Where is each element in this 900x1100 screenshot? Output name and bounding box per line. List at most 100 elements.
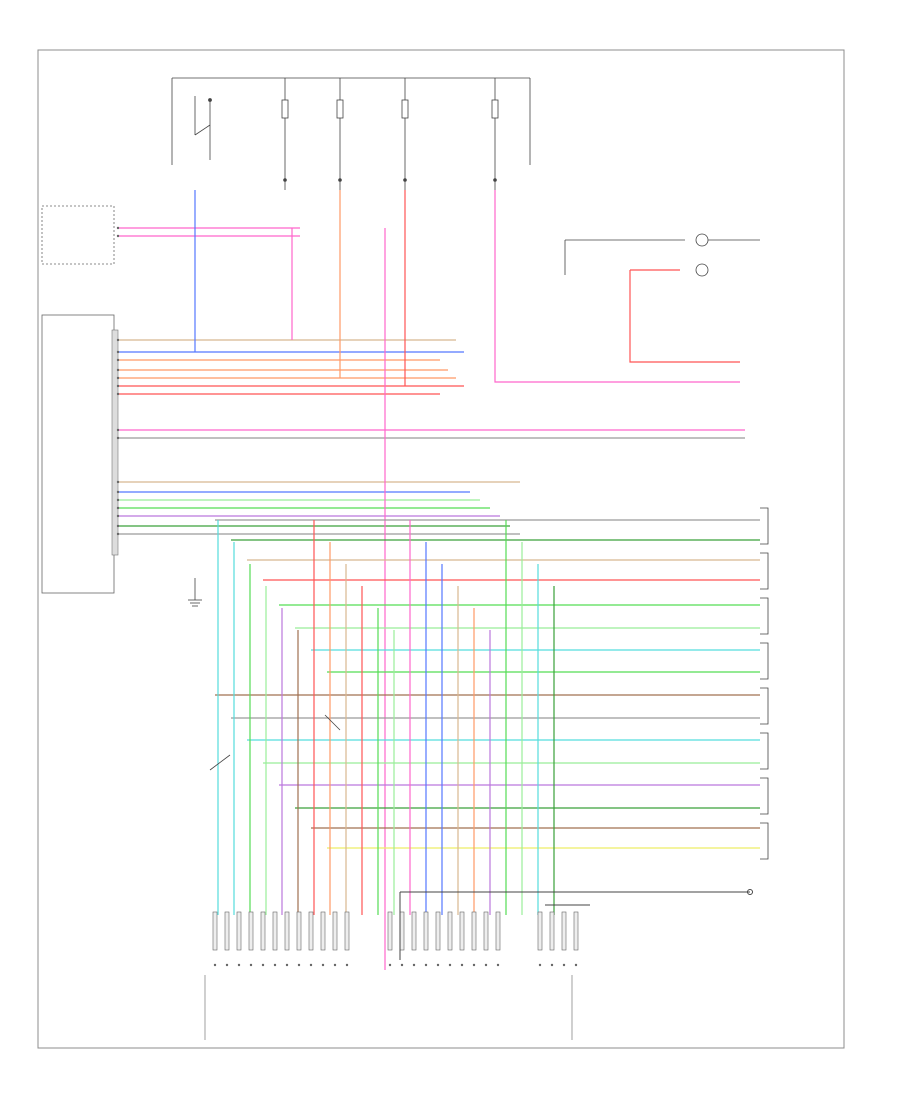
harness-pin (116, 376, 120, 380)
radio-connector-top (41, 205, 115, 265)
harness-wires (116, 226, 745, 536)
bottom-pin-terminal (400, 963, 404, 967)
bottom-pin (549, 911, 555, 951)
bottom-bracket (204, 975, 573, 1040)
harness-pin (116, 226, 120, 230)
diagram-frame (37, 49, 845, 1049)
bottom-pin-terminal (321, 963, 325, 967)
bottom-pin-terminal (484, 963, 488, 967)
bottom-pin-terminal (261, 963, 265, 967)
bottom-pin-terminal (309, 963, 313, 967)
fuse-layer (281, 78, 499, 190)
bottom-pin (573, 911, 579, 951)
speaker-connector (760, 687, 769, 725)
harness-pin (116, 384, 120, 388)
bottom-pin (537, 911, 543, 951)
speaker-connectors (760, 507, 769, 860)
right-module-output (399, 889, 753, 960)
fuse-body (401, 99, 409, 119)
bottom-pin (212, 911, 218, 951)
bottom-pin (411, 911, 417, 951)
bottom-pin-terminal (388, 963, 392, 967)
top-power-bus (171, 77, 531, 165)
harness-pin (116, 506, 120, 510)
bottom-pin-terminal (412, 963, 416, 967)
bottom-pin-terminal (297, 963, 301, 967)
bottom-pin (296, 911, 302, 951)
bottom-pin (399, 911, 405, 951)
bottom-pin-terminal (424, 963, 428, 967)
bottom-pin-terminal (213, 963, 217, 967)
bottom-pin (320, 911, 326, 951)
harness-pin (116, 392, 120, 396)
bottom-pin (248, 911, 254, 951)
bottom-pin (435, 911, 441, 951)
harness-pin (116, 514, 120, 518)
speaker-connector (760, 642, 769, 680)
bottom-pin (260, 911, 266, 951)
radio-connector-pinblock (111, 329, 119, 556)
fuse-body (281, 99, 289, 119)
harness-pin (116, 480, 120, 484)
harness-pin (116, 350, 120, 354)
center-switches (209, 714, 341, 771)
harness-pin (116, 532, 120, 536)
fuse-body (491, 99, 499, 119)
bottom-pin-terminal (472, 963, 476, 967)
radio-unit-box (41, 314, 115, 594)
speaker-connector (760, 822, 769, 860)
bottom-pin-terminal (345, 963, 349, 967)
bottom-pin-terminal (550, 963, 554, 967)
harness-pin (116, 498, 120, 502)
bottom-pin (459, 911, 465, 951)
harness-pin (116, 490, 120, 494)
speaker-connector (760, 507, 769, 545)
bottom-pin-terminal (285, 963, 289, 967)
bottom-pin (471, 911, 477, 951)
bottom-pin-terminal (574, 963, 578, 967)
bottom-pin (272, 911, 278, 951)
fuse-terminal (338, 178, 342, 182)
harness-pin (116, 436, 120, 440)
bottom-pin-terminal (496, 963, 500, 967)
speaker-connector (760, 552, 769, 590)
bottom-pin-terminal (333, 963, 337, 967)
illumination-lamp (564, 233, 760, 363)
bottom-pin (284, 911, 290, 951)
ignition-switch (194, 96, 212, 160)
bottom-pin (423, 911, 429, 951)
harness-pin (116, 368, 120, 372)
bottom-pin (236, 911, 242, 951)
bottom-pin-terminal (538, 963, 542, 967)
bottom-pin-terminal (273, 963, 277, 967)
fuse-terminal (403, 178, 407, 182)
radio-unit (41, 205, 119, 594)
fuse-risers (194, 190, 740, 970)
harness-pin (116, 338, 120, 342)
vertical-drops (217, 520, 555, 915)
speaker-wires (215, 519, 760, 849)
speaker-connector (760, 732, 769, 770)
bottom-pin (561, 911, 567, 951)
ground-symbol (188, 578, 202, 607)
harness-pin (116, 524, 120, 528)
bottom-pin-terminal (436, 963, 440, 967)
bottom-pin (447, 911, 453, 951)
bottom-pin-terminal (460, 963, 464, 967)
speaker-connector (760, 597, 769, 635)
bottom-pin (332, 911, 338, 951)
harness-pin (116, 234, 120, 238)
fuse-terminal (283, 178, 287, 182)
bottom-pin (387, 911, 393, 951)
bottom-pin-terminal (448, 963, 452, 967)
bottom-pin (495, 911, 501, 951)
bottom-connectors (212, 911, 579, 967)
harness-pin (116, 428, 120, 432)
bottom-pin (308, 911, 314, 951)
bottom-pin-terminal (249, 963, 253, 967)
bottom-pin-terminal (562, 963, 566, 967)
speaker-connector (760, 777, 769, 815)
fuse-body (336, 99, 344, 119)
fuse-terminal (493, 178, 497, 182)
